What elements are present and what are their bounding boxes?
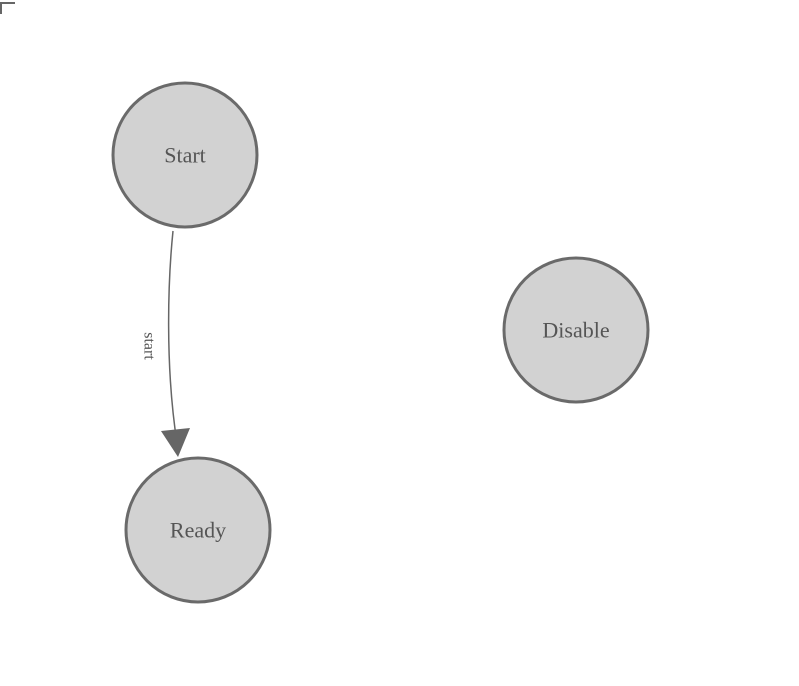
node-disable-label: Disable [542,318,609,343]
canvas-corner-mark [0,2,15,14]
node-start-circle[interactable] [111,81,259,229]
node-disable[interactable]: Disable [502,256,650,404]
node-ready-circle[interactable] [124,456,272,604]
edge-label: start [141,332,158,360]
node-start[interactable]: Start [111,81,259,229]
node-disable-circle[interactable] [502,256,650,404]
node-start-label: Start [164,143,206,168]
edge-path[interactable] [167,230,178,444]
arrowhead-icon [161,428,190,457]
edge-start-to-ready[interactable]: start [141,230,191,457]
node-ready[interactable]: Ready [124,456,272,604]
node-ready-label: Ready [170,518,226,543]
